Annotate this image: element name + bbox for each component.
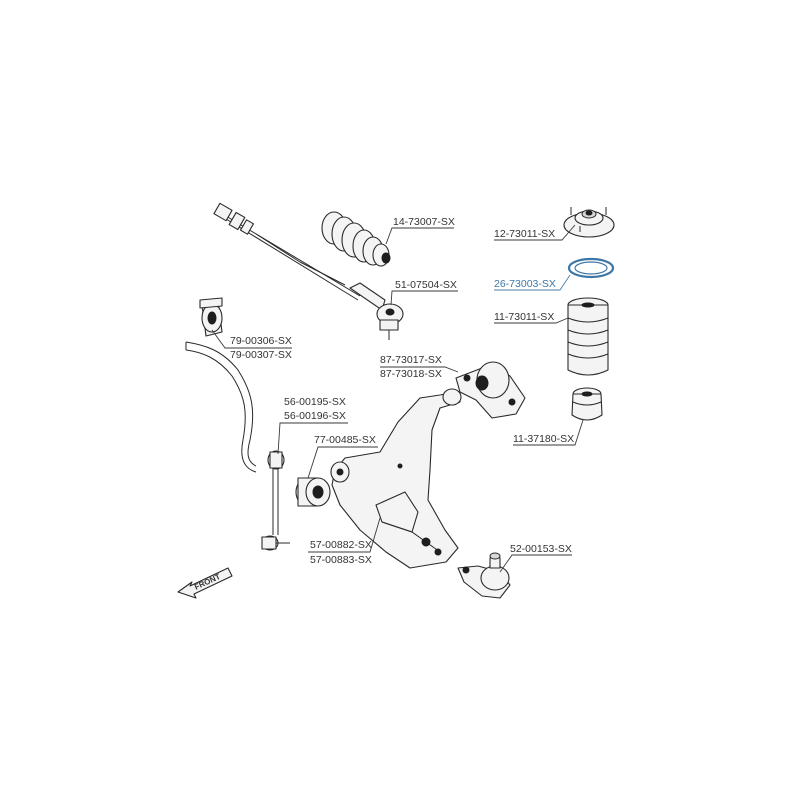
label-52-00153: 52-00153-SX	[510, 543, 572, 555]
strut-bearing-ring	[567, 257, 615, 279]
leader-lines	[211, 224, 584, 573]
front-label: FRONT	[193, 572, 222, 592]
rear-bushing-bracket	[455, 361, 526, 419]
front-direction-arrow: FRONT	[177, 567, 233, 599]
label-87-73018: 87-73018-SX	[380, 368, 442, 380]
ball-joint	[457, 552, 511, 599]
stabilizer-bushing	[199, 297, 223, 337]
label-79-00306: 79-00306-SX	[230, 335, 292, 347]
label-11-73011: 11-73011-SX	[494, 311, 554, 323]
label-14-73007: 14-73007-SX	[393, 216, 455, 228]
label-11-37180: 11-37180-SX	[513, 433, 574, 445]
label-56-00196: 56-00196-SX	[284, 410, 346, 422]
bump-stop	[571, 387, 603, 421]
lower-control-arm	[330, 388, 462, 569]
label-79-00307: 79-00307-SX	[230, 349, 292, 361]
control-arm-bushing	[295, 477, 331, 507]
label-57-00882: 57-00882-SX	[310, 539, 372, 551]
steering-rack-boot	[321, 211, 391, 267]
stabilizer-bar	[185, 341, 257, 473]
stabilizer-link	[261, 450, 290, 551]
label-56-00195: 56-00195-SX	[284, 396, 346, 408]
label-57-00883: 57-00883-SX	[310, 554, 372, 566]
label-26-73003: 26-73003-SX	[494, 278, 556, 290]
strut-top-mount	[563, 207, 615, 238]
label-51-07504: 51-07504-SX	[395, 279, 457, 291]
part-labels: 14-73007-SX 12-73011-SX 26-73003-SX 51-0…	[230, 216, 574, 566]
label-12-73011: 12-73011-SX	[494, 228, 555, 240]
strut-dust-boot	[567, 297, 609, 376]
label-87-73017: 87-73017-SX	[380, 354, 442, 366]
label-77-00485: 77-00485-SX	[314, 434, 376, 446]
steering-tie-rod	[213, 202, 361, 301]
tie-rod-end	[349, 282, 404, 340]
